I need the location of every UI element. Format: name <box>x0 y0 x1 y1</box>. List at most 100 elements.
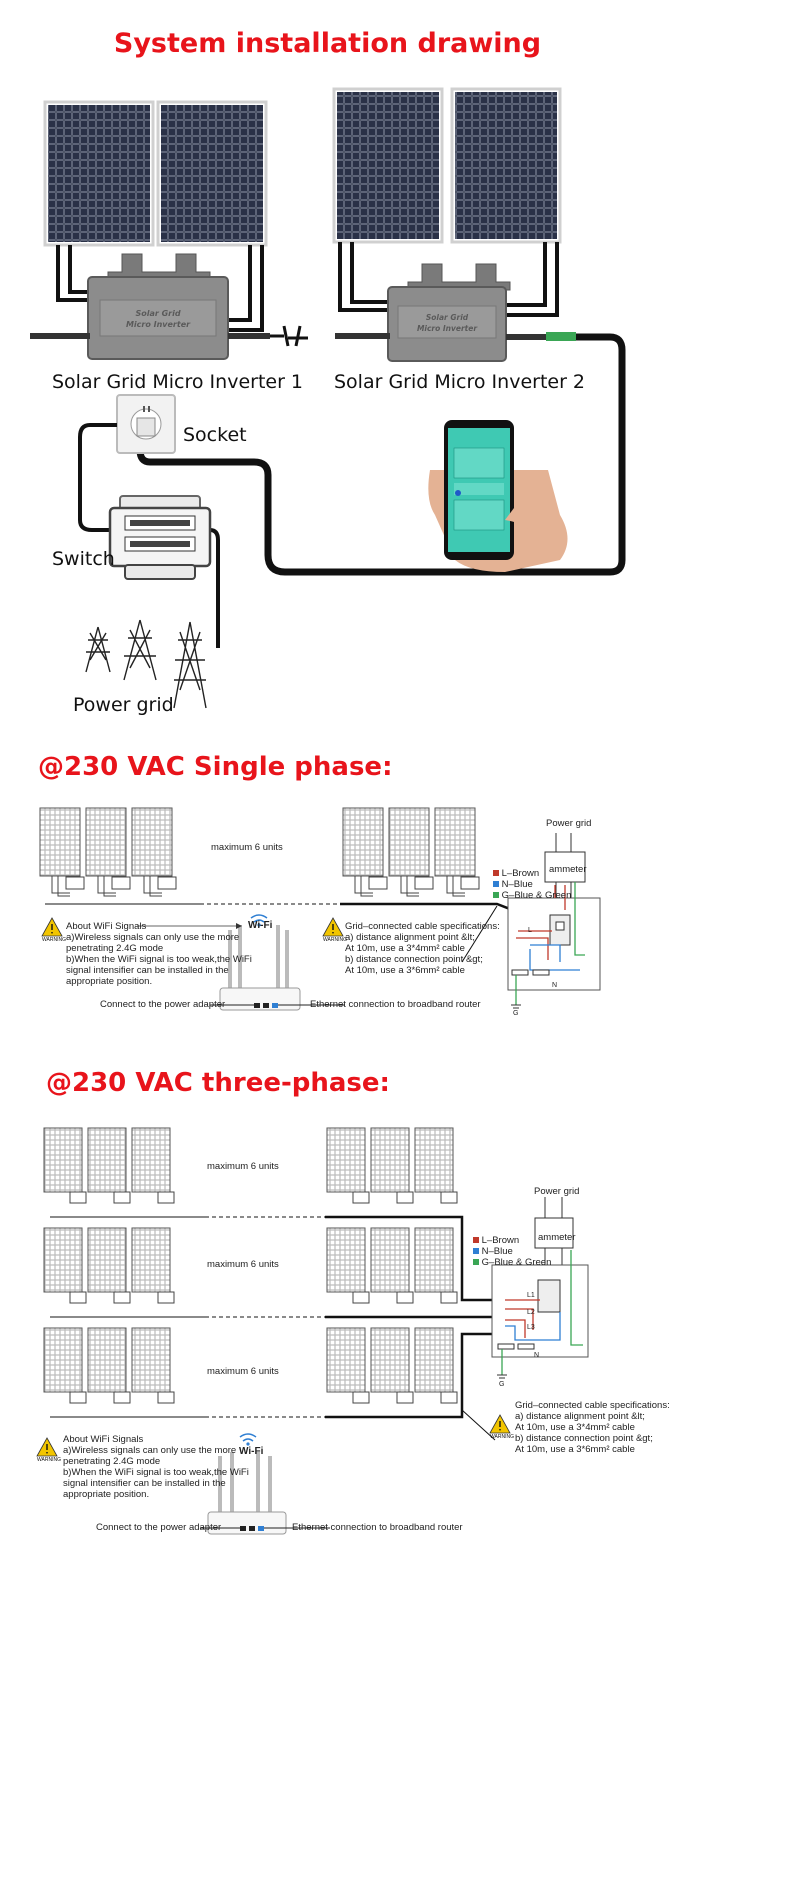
sp-legend-n: N–Blue <box>501 879 533 890</box>
sp-warning-label-2: WARNING <box>323 937 347 943</box>
sp-cable-note-0: Grid–connected cable specifications: <box>345 921 500 932</box>
sp-warning-icon-2 <box>322 917 344 937</box>
inverter2-nameplate-2: Micro Inverter <box>417 324 478 333</box>
socket-switch-cable <box>78 423 117 532</box>
tp-router <box>200 1433 330 1535</box>
tp-callout-line <box>461 1409 496 1441</box>
tp-power-grid: Power grid <box>534 1186 580 1197</box>
sp-distribution-box <box>507 833 601 1009</box>
sp-wifi-label: Wi-Fi <box>248 920 273 931</box>
sp-wifi-note-3: b)When the WiFi signal is too weak,the W… <box>66 954 252 965</box>
sp-warning-icon-1 <box>41 917 63 937</box>
inverter-link-connector <box>270 325 308 347</box>
switch-label: Switch <box>52 548 115 570</box>
tp-breaker-g: G <box>499 1381 505 1388</box>
tp-legend: L–Brown N–Blue G–Blue & Green <box>473 1235 551 1268</box>
solar-panel-1a <box>43 100 155 247</box>
tp-cable-note-4: At 10m, use a 3*6mm² cable <box>515 1444 635 1455</box>
tp-cable-note-1: a) distance alignment point &lt; <box>515 1411 645 1422</box>
socket-label: Socket <box>183 424 247 446</box>
solar-panel-2a <box>332 87 444 244</box>
sp-legend: L–Brown N–Blue G–Blue & Green <box>493 868 571 901</box>
inverter2-label: Solar Grid Micro Inverter 2 <box>334 371 586 393</box>
sp-wifi-arrowhead <box>236 923 242 929</box>
sp-ammeter: ammeter <box>549 864 587 875</box>
switch-meter <box>108 495 212 580</box>
sp-warning-label-1: WARNING <box>42 937 66 943</box>
sp-legend-g: G–Blue & Green <box>501 890 572 901</box>
power-grid-label: Power grid <box>73 694 174 716</box>
tp-breaker-l2: L2 <box>527 1309 535 1316</box>
tp-max-units-2: maximum 6 units <box>207 1259 279 1270</box>
tp-wifi-note-4: signal intensifier can be installed in t… <box>63 1478 226 1489</box>
sp-breaker-n: N <box>552 982 558 989</box>
sp-cable-note-3: b) distance connection point &gt; <box>345 954 483 965</box>
sp-cable-note-2: At 10m, use a 3*4mm² cable <box>345 943 465 954</box>
tp-wifi-label: Wi-Fi <box>239 1446 264 1457</box>
inverter1-label: Solar Grid Micro Inverter 1 <box>52 371 304 393</box>
tp-ethernet-label: Ethernet connection to broadband router <box>292 1522 463 1533</box>
tp-legend-l: L–Brown <box>481 1235 520 1246</box>
sp-legend-l: L–Brown <box>501 868 540 879</box>
tp-warning-icon-2 <box>489 1414 511 1434</box>
sp-max-units: maximum 6 units <box>211 842 283 853</box>
sp-wifi-notes: About WiFi Signals a)Wireless signals ca… <box>66 921 252 987</box>
sp-cable-note-1: a) distance alignment point &lt; <box>345 932 475 943</box>
tp-cable-notes: Grid–connected cable specifications: a) … <box>515 1400 670 1455</box>
solar-panel-1b <box>156 100 268 247</box>
solar-panel-2b <box>450 87 562 244</box>
sp-adapter-label: Connect to the power adapter <box>100 999 226 1010</box>
tp-wifi-note-3: b)When the WiFi signal is too weak,the W… <box>63 1467 249 1478</box>
sp-router <box>210 914 345 1011</box>
tp-wifi-note-1: a)Wireless signals can only use the more <box>63 1445 237 1456</box>
socket <box>116 394 176 454</box>
tp-legend-g: G–Blue & Green <box>481 1257 552 1268</box>
tp-breaker-n: N <box>534 1352 540 1359</box>
tp-wifi-notes: About WiFi Signals a)Wireless signals ca… <box>63 1434 249 1500</box>
tp-buses <box>50 1216 325 1418</box>
inverter2-nameplate-1: Solar Grid <box>426 313 469 322</box>
smartphone-app <box>428 420 568 572</box>
sp-wifi-note-5: appropriate position. <box>66 976 153 987</box>
tp-warning-icon-1 <box>36 1437 58 1457</box>
three-phase-panels <box>43 1127 454 1393</box>
tp-adapter-label: Connect to the power adapter <box>96 1522 222 1533</box>
tp-ammeter: ammeter <box>538 1232 576 1243</box>
sp-wifi-note-4: signal intensifier can be installed in t… <box>66 965 229 976</box>
sp-power-grid: Power grid <box>546 818 592 829</box>
tp-wifi-note-5: appropriate position. <box>63 1489 150 1500</box>
power-towers <box>85 619 207 709</box>
tp-cable-note-0: Grid–connected cable specifications: <box>515 1400 670 1411</box>
sp-breaker-l: L <box>528 927 532 934</box>
switch-grid-cable <box>209 528 220 648</box>
dc-cables-2 <box>338 242 559 317</box>
tp-max-units-1: maximum 6 units <box>207 1161 279 1172</box>
tp-cable-note-2: At 10m, use a 3*4mm² cable <box>515 1422 635 1433</box>
single-phase-inverters <box>51 876 480 897</box>
micro-inverter-2 <box>335 263 576 362</box>
sp-ethernet-label: Ethernet connection to broadband router <box>310 999 481 1010</box>
tp-trunks <box>325 1215 500 1419</box>
tp-max-units-3: maximum 6 units <box>207 1366 279 1377</box>
section2-title: @230 VAC Single phase: <box>38 752 393 782</box>
tp-distribution-box <box>491 1197 589 1379</box>
micro-inverter-1 <box>30 253 270 360</box>
dc-cables-1 <box>56 245 264 332</box>
sp-breaker-g: G <box>513 1010 519 1017</box>
inverter1-nameplate-1: Solar Grid <box>135 309 180 318</box>
single-phase-panels <box>39 807 476 877</box>
sp-bus-right <box>340 902 532 911</box>
tp-breaker-l1: L1 <box>527 1292 535 1299</box>
tp-warning-label-1: WARNING <box>37 1457 61 1463</box>
sp-wifi-note-1: a)Wireless signals can only use the more <box>66 932 240 943</box>
sp-cable-note-4: At 10m, use a 3*6mm² cable <box>345 965 465 976</box>
sp-wifi-note-2: penetrating 2.4G mode <box>66 943 164 954</box>
section1-title: System installation drawing <box>113 28 542 59</box>
tp-wifi-note-2: penetrating 2.4G mode <box>63 1456 161 1467</box>
tp-cable-note-3: b) distance connection point &gt; <box>515 1433 653 1444</box>
tp-legend-n: N–Blue <box>481 1246 513 1257</box>
sp-callout-line <box>461 905 498 963</box>
section3-title: @230 VAC three-phase: <box>46 1068 390 1098</box>
tp-breaker-l3: L3 <box>527 1324 535 1331</box>
